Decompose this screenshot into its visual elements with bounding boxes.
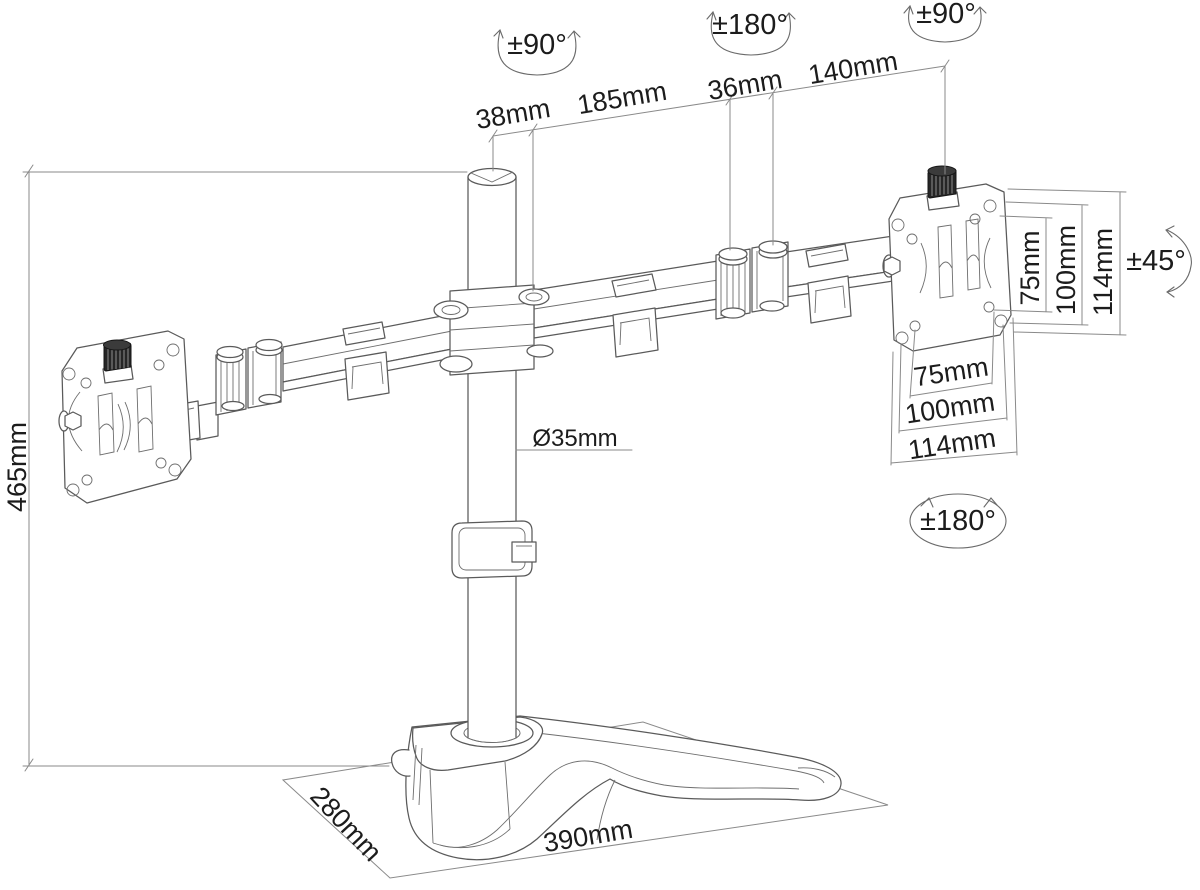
right-arm xyxy=(533,235,894,358)
dim-v100mm: 100mm xyxy=(1051,225,1081,315)
dim-pole-diameter: Ø35mm xyxy=(532,425,617,452)
dim-v75mm: 75mm xyxy=(1015,230,1045,305)
dim-280mm: 280mm xyxy=(304,781,387,867)
base-side-tab xyxy=(391,748,411,777)
clamp-bolt xyxy=(518,288,550,306)
rotation-ellipse xyxy=(909,493,1007,549)
cable-clip-buckle xyxy=(511,541,537,563)
rotation-arc xyxy=(1166,229,1192,293)
dim-h100mm: 100mm xyxy=(903,387,996,430)
clamp-bolt xyxy=(433,300,469,320)
tilt-bolt xyxy=(64,411,82,431)
vesa-h100-bracket xyxy=(898,324,1008,434)
pole-arm-clamp xyxy=(433,284,554,376)
height-dimension xyxy=(22,170,468,767)
vesa-v75-bracket xyxy=(993,215,1053,313)
left-arm xyxy=(169,313,453,444)
dim-465mm: 465mm xyxy=(2,422,32,512)
dim-h114mm: 114mm xyxy=(906,423,997,466)
vesa-h75-bracket xyxy=(909,311,995,399)
vesa-h114-bracket xyxy=(890,317,1018,466)
vesa-v100-bracket xyxy=(1005,201,1089,326)
top-dimension-chain xyxy=(492,65,946,137)
right-tension-knob xyxy=(926,165,960,211)
left-vesa-plate xyxy=(58,330,192,504)
label-head-swivel: ±90° xyxy=(916,0,976,30)
label-arm-rotate: ±180° xyxy=(712,9,788,41)
vesa-v114-bracket xyxy=(1007,188,1127,336)
base-platform-front xyxy=(429,761,511,848)
right-arm-hinge xyxy=(715,240,789,320)
pole-top-cap xyxy=(467,167,517,187)
dim-v114mm: 114mm xyxy=(1088,228,1118,316)
right-vesa-plate xyxy=(882,165,1012,352)
base-crease xyxy=(596,779,616,841)
badge-head-rotate xyxy=(909,493,1007,549)
left-arm-cable-clips xyxy=(342,321,390,401)
rotation-arc xyxy=(710,12,791,56)
left-tension-knob xyxy=(102,339,134,384)
base-top-edge xyxy=(527,731,825,784)
rotation-arc xyxy=(908,6,982,43)
badge-head-swivel xyxy=(903,4,987,43)
cable-clip xyxy=(451,520,537,579)
pole-body xyxy=(468,177,516,738)
dim-140mm: 140mm xyxy=(806,46,900,90)
tilt-bolt xyxy=(883,256,901,276)
dim-185mm: 185mm xyxy=(575,76,669,120)
rotation-badges xyxy=(493,4,1192,549)
dim-h75mm: 75mm xyxy=(912,352,991,393)
base-tip-inner xyxy=(797,767,836,778)
left-arm-hinge xyxy=(215,338,283,416)
label-pole-swivel: ±90° xyxy=(507,29,567,61)
base-side-ridges xyxy=(412,744,423,806)
right-arm-cable-clips xyxy=(611,243,852,358)
center-pole xyxy=(463,167,521,743)
rotation-arc xyxy=(497,30,577,76)
dimension-lines xyxy=(22,59,1127,772)
badge-arm-rotate xyxy=(706,10,796,56)
badge-pole-swivel xyxy=(493,29,581,76)
label-head-rotate: ±180° xyxy=(920,505,996,537)
base-rim-inner xyxy=(439,760,800,848)
badge-head-tilt xyxy=(1165,225,1192,298)
label-head-tilt: ±45° xyxy=(1126,245,1186,277)
